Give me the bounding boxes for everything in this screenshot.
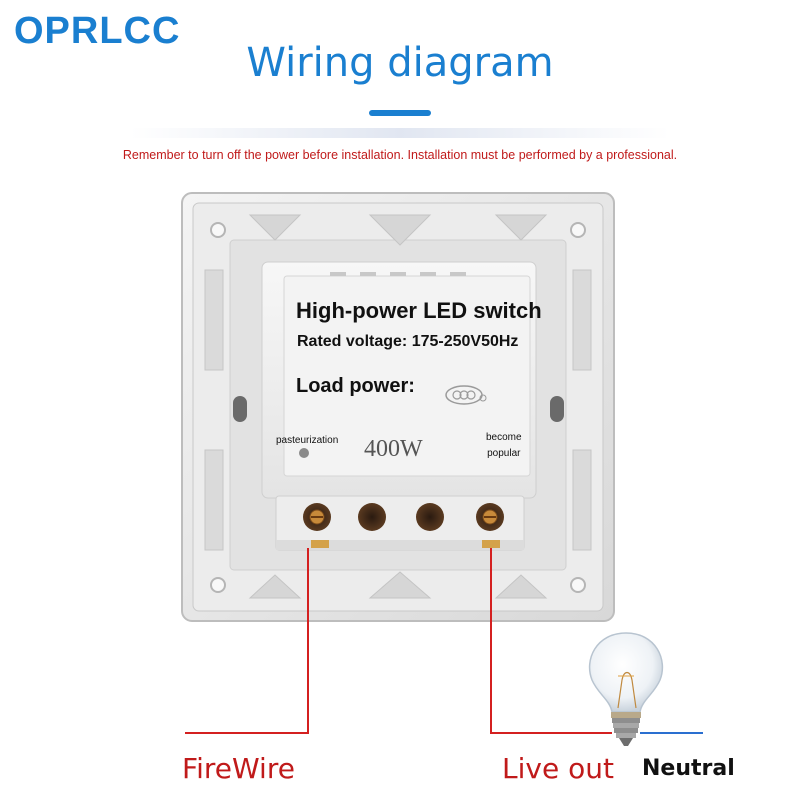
lightbulb-icon	[588, 632, 664, 746]
neutral-label: Neutral	[642, 756, 735, 781]
right-indicator-line2: popular	[487, 448, 521, 459]
terminal-hole	[358, 503, 386, 531]
faded-decoration	[130, 128, 670, 138]
left-indicator-label: pasteurization	[276, 435, 339, 446]
live-out-wire	[490, 548, 612, 734]
certification-mark-icon	[445, 385, 487, 405]
terminal-hole	[416, 503, 444, 531]
right-indicator-label: become popular	[486, 430, 522, 462]
load-power-label: Load power:	[296, 375, 415, 397]
page-title: Wiring diagram	[246, 40, 554, 86]
switch-module	[261, 261, 537, 551]
brand-logo: OPRLCC	[14, 10, 181, 52]
live-out-label: Live out	[502, 752, 614, 785]
terminal-screw-icon	[476, 503, 504, 531]
rated-voltage: Rated voltage: 175-250V50Hz	[297, 333, 519, 350]
firewire-label: FireWire	[182, 752, 295, 785]
terminal-screw-icon	[303, 503, 331, 531]
right-indicator-line1: become	[486, 432, 522, 443]
installation-warning: Remember to turn off the power before in…	[122, 148, 678, 162]
terminal-clip	[311, 540, 329, 548]
title-underline	[369, 110, 431, 116]
firewire-wire	[185, 548, 309, 734]
terminal-clip	[482, 540, 500, 548]
wattage-value: 400W	[364, 436, 423, 462]
switch-heading: High-power LED switch	[296, 298, 542, 323]
